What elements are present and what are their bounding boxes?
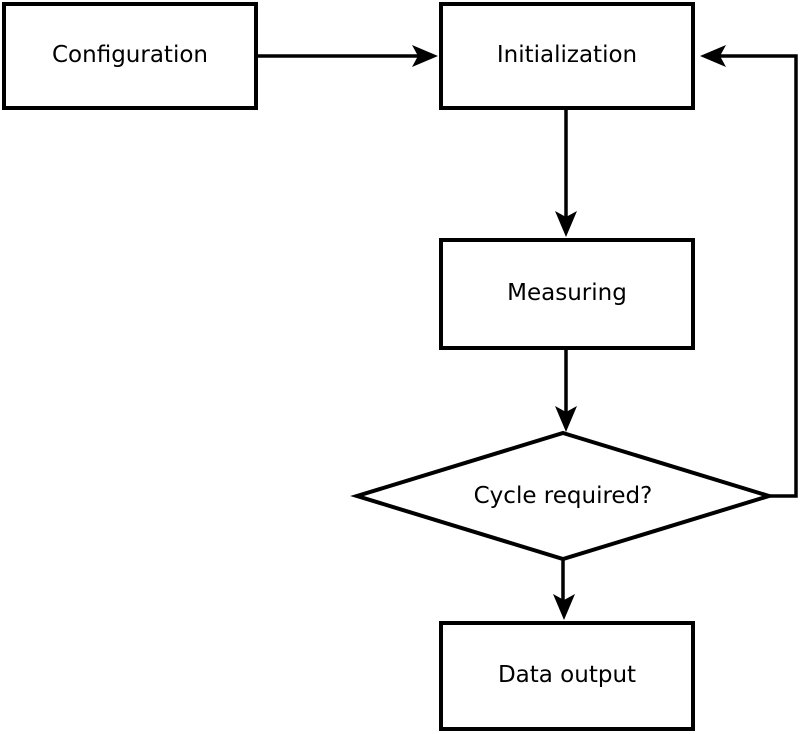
arrowhead-measuring-to-cycle-required [555, 406, 577, 432]
node-cycle-required-label: Cycle required? [473, 483, 653, 509]
node-data-output: Data output [439, 621, 695, 731]
edge-cycle-required-to-initialization-loop [719, 54, 798, 498]
arrowhead-configuration-to-initialization [412, 45, 438, 67]
arrowhead-initialization-to-measuring [555, 211, 577, 237]
arrowhead-cycle-required-to-data-output [553, 594, 575, 620]
node-configuration-label: Configuration [52, 42, 208, 69]
node-measuring-label: Measuring [507, 280, 627, 307]
node-measuring: Measuring [439, 238, 695, 350]
node-cycle-required: Cycle required? [413, 478, 713, 514]
node-initialization-label: Initialization [496, 42, 638, 69]
node-data-output-label: Data output [497, 662, 637, 689]
arrowhead-cycle-required-to-initialization [700, 45, 726, 67]
node-initialization: Initialization [439, 2, 695, 110]
node-configuration: Configuration [2, 2, 258, 110]
node-cycle-required-shape [350, 430, 776, 562]
